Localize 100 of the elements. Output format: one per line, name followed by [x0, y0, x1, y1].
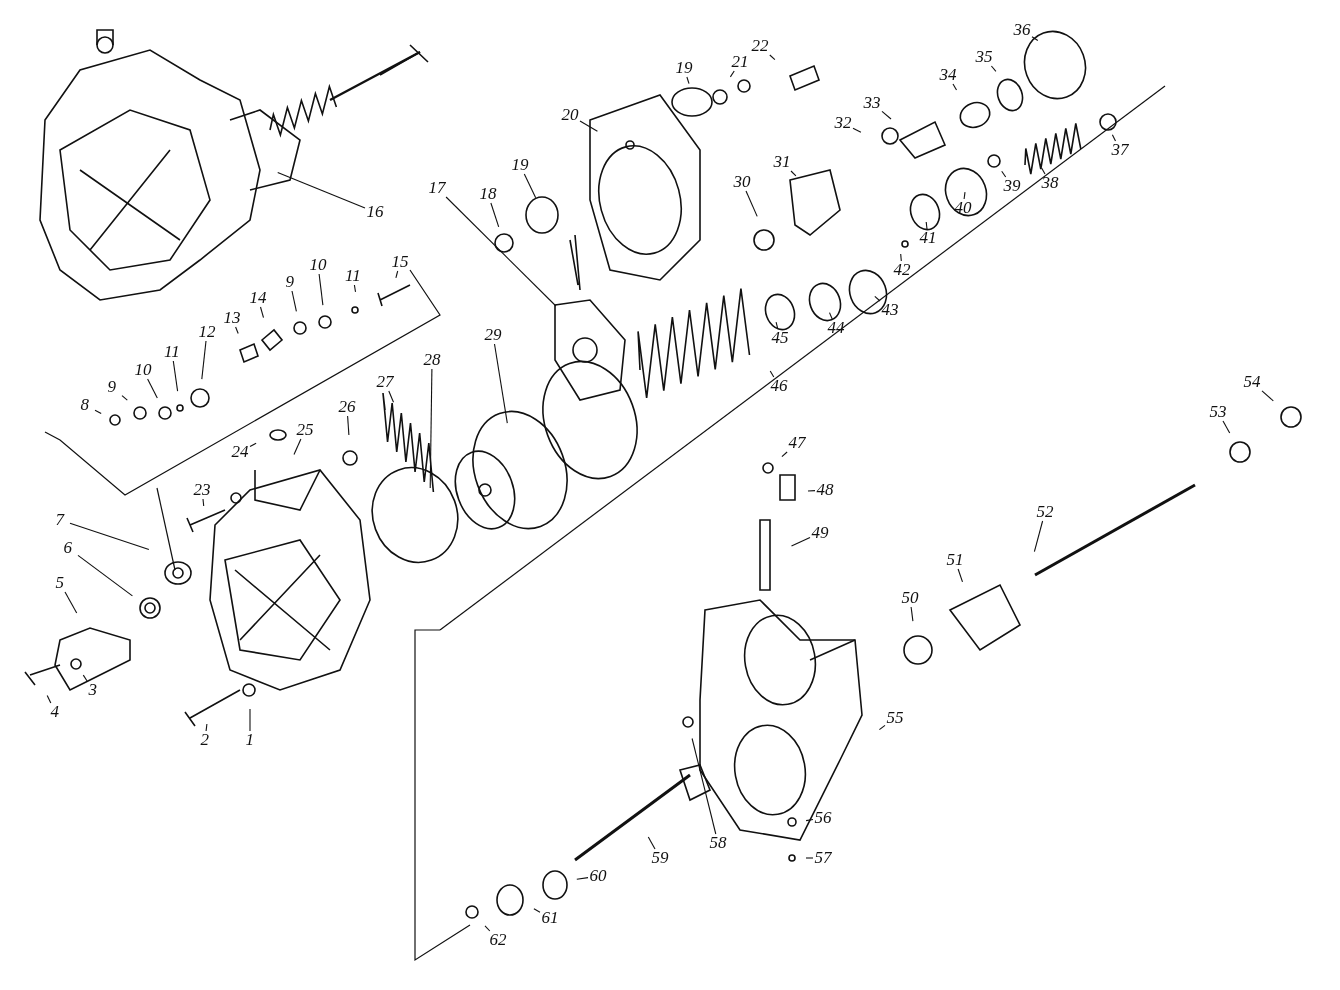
callout-number: 25: [296, 421, 314, 439]
callout-number: 12: [198, 323, 216, 341]
leader-line: [963, 191, 966, 200]
callout-number: 44: [827, 319, 845, 337]
callout-number: 30: [733, 173, 751, 191]
callout-number: 42: [893, 261, 911, 279]
leader-line: [1031, 36, 1039, 42]
leader-line: [1033, 520, 1044, 553]
callout-number: 21: [731, 53, 749, 71]
callout-number: 46: [770, 377, 788, 395]
callout-number: 58: [709, 834, 727, 852]
leader-line: [775, 321, 779, 330]
callout-number: 10: [309, 256, 327, 274]
callout-number: 17: [428, 179, 446, 197]
leader-line: [235, 326, 239, 335]
callout-number: 59: [651, 849, 669, 867]
leader-line: [82, 674, 88, 682]
leader-line: [249, 442, 257, 448]
leader-line: [490, 202, 500, 228]
callout-number: 3: [88, 681, 97, 699]
callout-number: 24: [231, 443, 249, 461]
leader-line: [576, 877, 589, 880]
callout-number: 45: [771, 329, 789, 347]
leader-line: [121, 395, 128, 401]
callout-number: 52: [1036, 503, 1054, 521]
leader-line: [852, 127, 862, 133]
leader-line: [878, 724, 886, 731]
leader-line: [691, 737, 717, 835]
leader-line: [347, 415, 350, 436]
leader-line: [1111, 134, 1117, 142]
callout-number: 2: [200, 731, 209, 749]
leader-line: [910, 606, 914, 622]
leader-line: [69, 522, 150, 551]
leader-line: [900, 253, 902, 262]
leader-line: [828, 312, 833, 320]
leader-line: [1041, 167, 1046, 175]
leader-line: [291, 290, 297, 312]
callout-number: 19: [675, 59, 693, 77]
leader-line: [881, 110, 892, 120]
callout-number: 6: [63, 539, 72, 557]
callout-number: 39: [1003, 177, 1021, 195]
callout-number: 57: [814, 849, 832, 867]
callout-number: 54: [1243, 373, 1261, 391]
leader-line: [790, 170, 797, 177]
leader-line: [205, 723, 208, 732]
leader-line: [395, 270, 399, 279]
leader-line: [259, 306, 265, 319]
leader-line: [781, 451, 788, 458]
leader-line: [1261, 390, 1274, 402]
callout-number: 19: [511, 156, 529, 174]
leader-line: [64, 591, 78, 614]
callout-number: 51: [946, 551, 964, 569]
callout-number: 34: [939, 66, 957, 84]
leader-line: [293, 438, 302, 456]
leader-line: [729, 70, 735, 78]
leader-line: [1222, 420, 1231, 434]
leader-line: [523, 173, 537, 199]
leader-line: [484, 925, 491, 932]
callout-number: 48: [816, 481, 834, 499]
callout-number: 50: [901, 589, 919, 607]
callout-number: 41: [919, 229, 937, 247]
callout-number: 5: [55, 574, 64, 592]
leader-line: [769, 54, 776, 61]
callout-number: 16: [366, 203, 384, 221]
callout-number: 60: [589, 867, 607, 885]
leader-line: [579, 120, 598, 132]
callout-number: 47: [788, 434, 806, 452]
callout-number: 15: [391, 253, 409, 271]
leader-line: [201, 340, 207, 380]
leader-line: [1001, 170, 1007, 178]
callout-number: 11: [164, 343, 180, 361]
leader-line: [990, 65, 997, 72]
callout-number: 37: [1111, 141, 1129, 159]
callout-number: 49: [811, 524, 829, 542]
leader-line: [94, 409, 102, 414]
callout-number: 1: [245, 731, 254, 749]
leader-line: [202, 498, 205, 507]
leader-line: [147, 378, 158, 399]
leader-line: [445, 196, 557, 307]
leader-line: [805, 857, 814, 859]
callout-number: 27: [376, 373, 394, 391]
leader-line: [429, 368, 433, 489]
leader-line: [807, 490, 816, 492]
leader-line: [172, 360, 179, 392]
leader-line: [277, 171, 366, 209]
callout-number: 26: [338, 398, 356, 416]
leader-line: [745, 190, 758, 217]
callout-number: 38: [1041, 174, 1059, 192]
leader-line: [925, 221, 928, 230]
leader-line: [952, 83, 958, 91]
callout-number: 8: [80, 396, 89, 414]
callout-number: 11: [345, 267, 361, 285]
callout-number: 31: [773, 153, 791, 171]
callout-number: 9: [107, 378, 116, 396]
callout-number: 14: [249, 289, 267, 307]
callout-number: 36: [1013, 21, 1031, 39]
callout-number: 61: [541, 909, 559, 927]
callout-number: 13: [223, 309, 241, 327]
callout-number: 53: [1209, 403, 1227, 421]
leader-line: [790, 536, 811, 547]
